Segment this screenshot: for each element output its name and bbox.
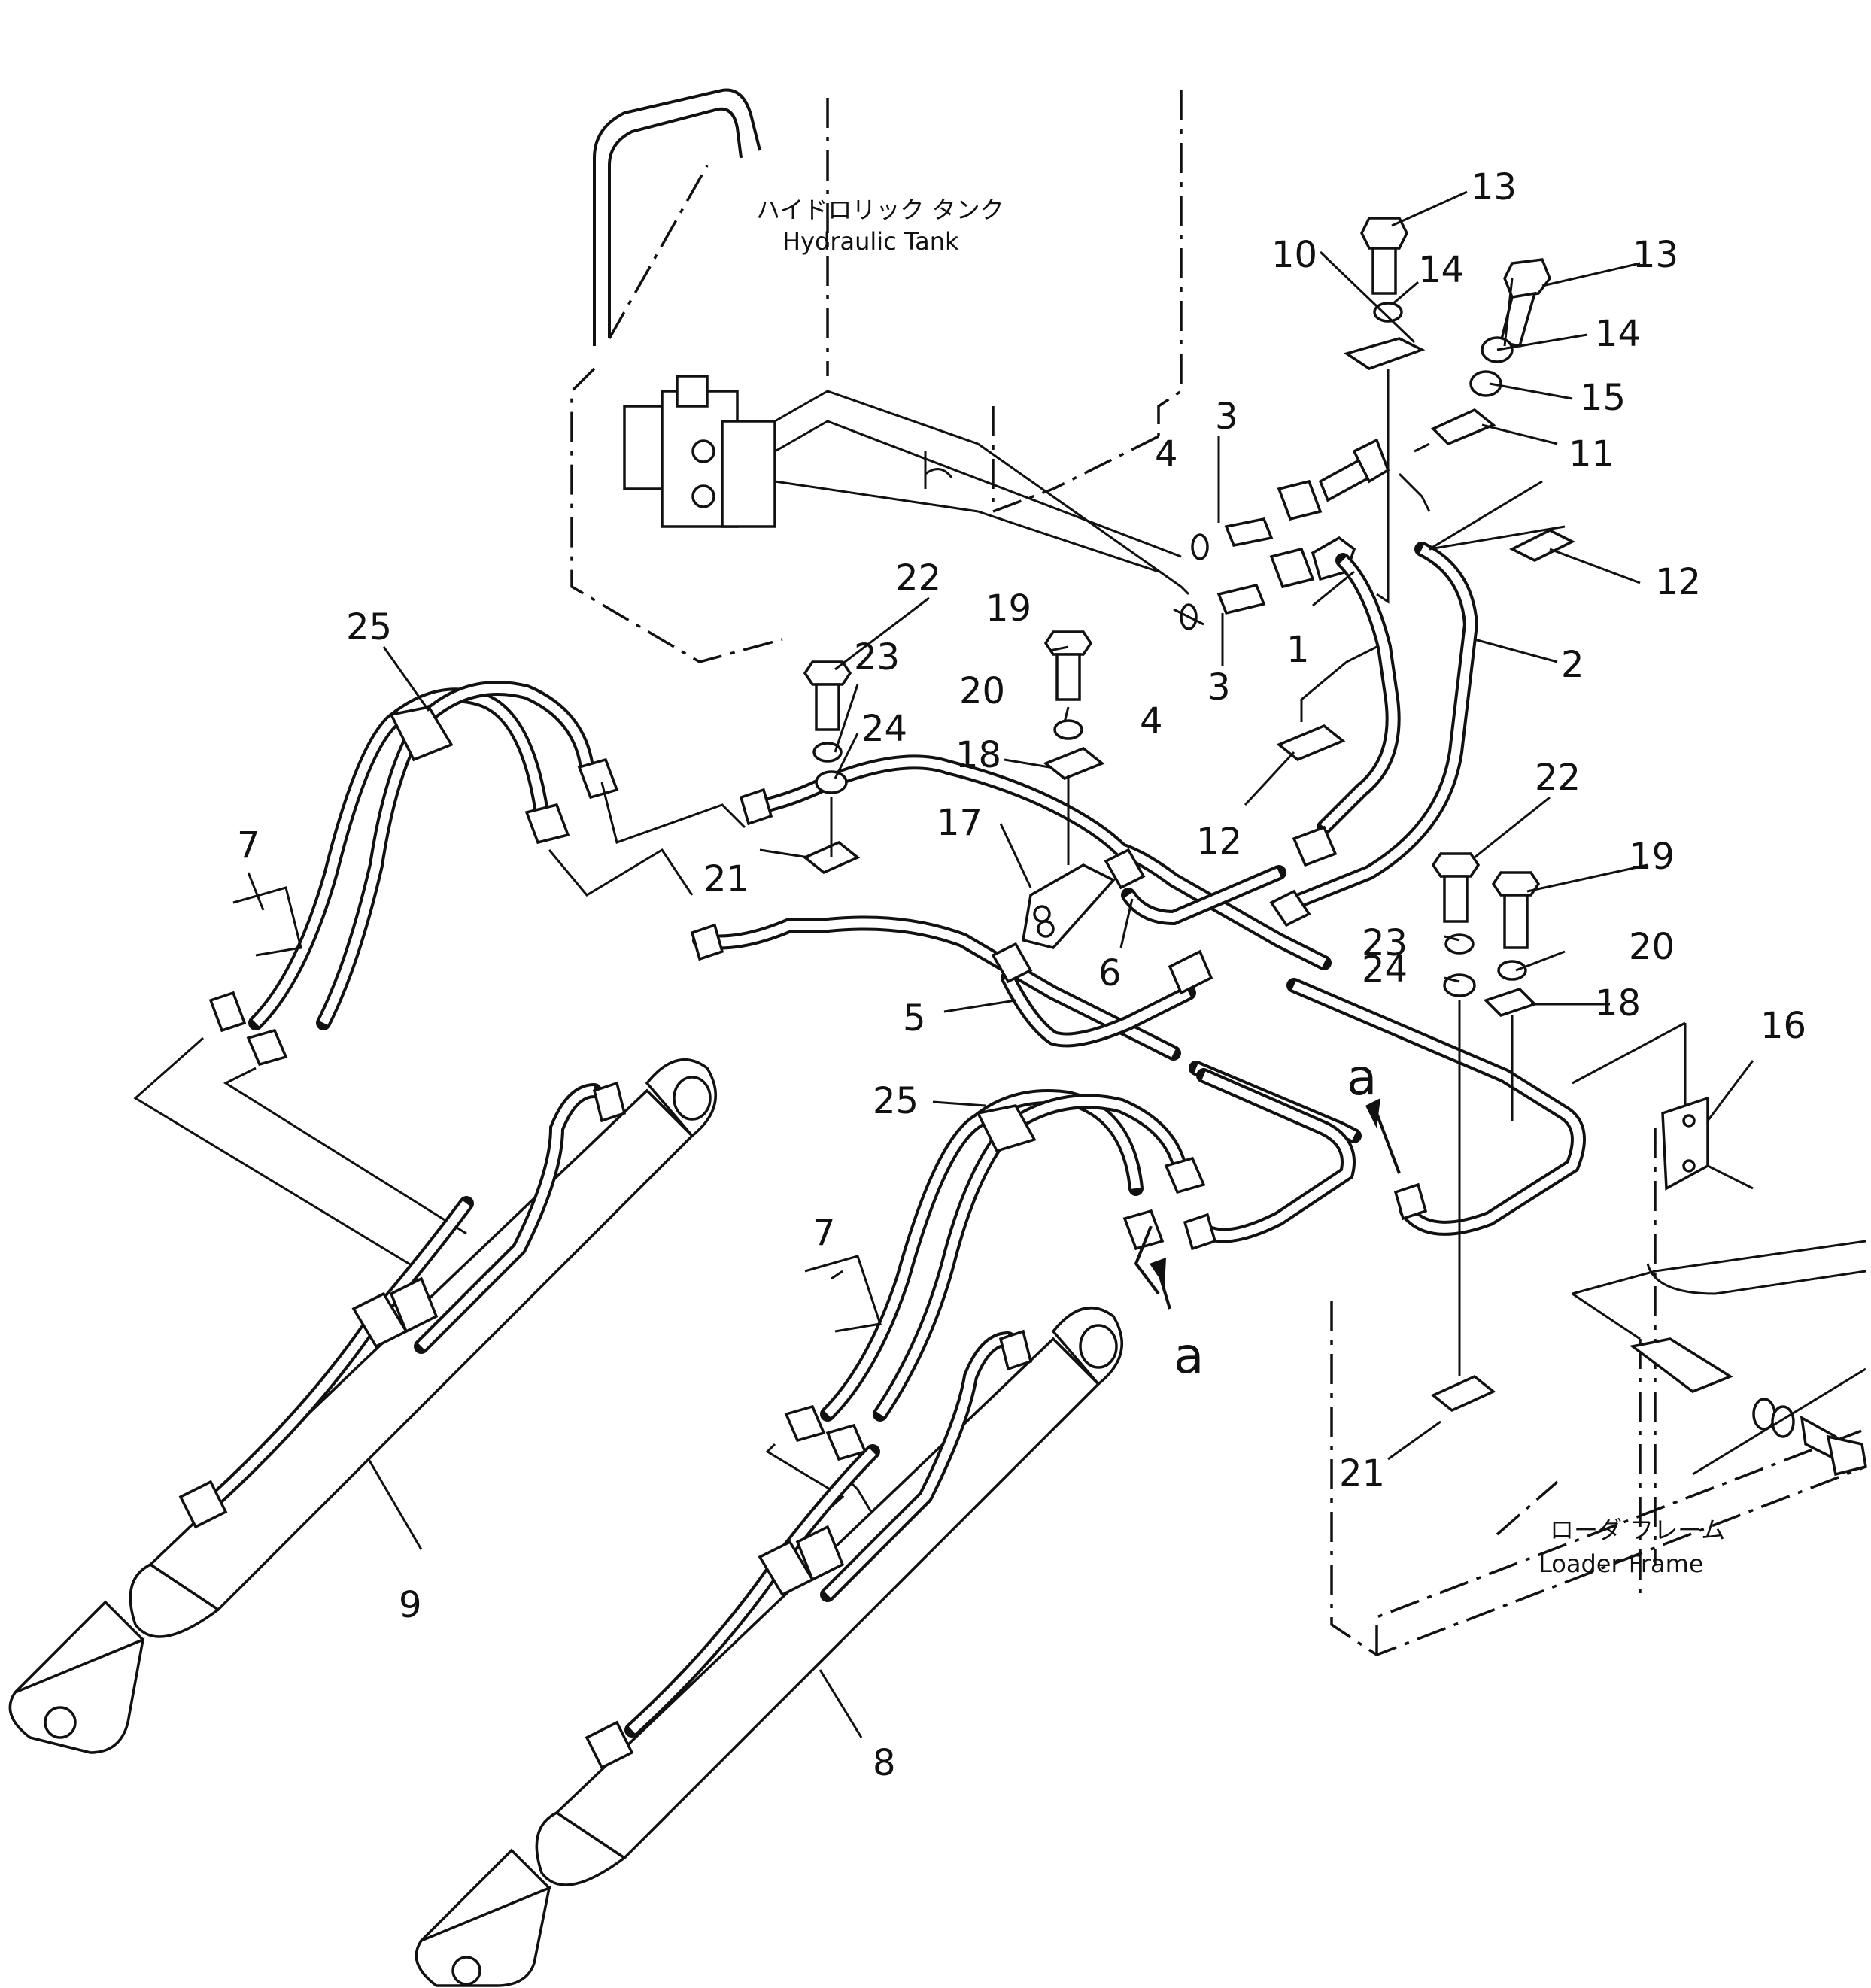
tank-label: ハイドロリック タンク Hydraulic Tank [756,196,1004,256]
callout-9: 9 [399,1584,422,1626]
bolts-clamps-middle [802,630,1687,1413]
callout-4-upper: 4 [1155,433,1178,475]
callout-22-upper: 22 [895,557,941,599]
callout-14-lower: 14 [1595,313,1641,355]
tank-label-en: Hydraulic Tank [782,227,959,256]
callout-4-lower: 4 [1140,700,1163,742]
frame-label: ローダ フレーム Loader Frame [1538,1516,1725,1578]
callout-20-lower: 20 [1629,926,1675,968]
view-marker-a-upper: a [1347,1049,1377,1106]
callout-labels: 1 2 3 3 4 4 5 6 7 7 8 9 10 11 12 12 13 1… [237,166,1806,1784]
hydraulic-tank-outline [570,88,1183,663]
view-arrows [1150,1098,1401,1310]
callout-13-lower: 13 [1633,234,1678,276]
callout-24-lower: 24 [1362,948,1408,991]
callout-23-lower: 23 [1362,922,1408,964]
cylinder-8 [415,1307,1123,1987]
callout-25-upper: 25 [346,606,392,648]
control-valve [623,375,1190,596]
fittings-3-4 [1180,438,1390,630]
hose-assembly-upper [133,681,746,1273]
tank-label-jp: ハイドロリック タンク [756,196,1004,224]
tubes-1-2 [1286,472,1479,910]
callout-3-upper: 3 [1215,396,1238,438]
callout-19-lower: 19 [1629,836,1675,878]
callout-7-upper: 7 [237,824,260,867]
callout-11: 11 [1569,433,1614,475]
callout-18-lower: 18 [1595,982,1641,1024]
leader-lines [247,190,1754,1738]
view-marker-labels: a a [1174,1049,1377,1385]
callout-25-lower: 25 [873,1080,919,1122]
callout-19-upper: 19 [986,587,1031,630]
callout-7-lower: 7 [812,1212,836,1254]
callout-12-upper: 12 [1655,561,1701,603]
bolts-clamps-upper [1276,217,1575,762]
loader-frame-outline [1330,1096,1867,1656]
callout-2: 2 [1561,644,1584,686]
callout-16: 16 [1760,1005,1806,1047]
cylinder-9 [8,1058,717,1754]
frame-label-en: Loader Frame [1538,1549,1703,1578]
callout-5: 5 [903,997,926,1040]
frame-label-jp: ローダ フレーム [1550,1516,1725,1544]
callout-3-lower: 3 [1207,666,1231,709]
view-marker-a-lower: a [1174,1327,1204,1385]
callout-23-upper: 23 [854,636,900,678]
hose-assembly-lower [765,1089,1206,1551]
callout-21-upper: 21 [703,858,749,900]
callout-6: 6 [1098,952,1122,994]
callout-8: 8 [873,1742,896,1784]
callout-1: 1 [1286,629,1310,671]
callout-17: 17 [937,802,983,844]
callout-12-lower: 12 [1196,821,1242,863]
callout-13-upper: 13 [1471,166,1517,208]
callout-24-upper: 24 [861,708,907,750]
callout-14-upper: 14 [1418,249,1464,291]
callout-10: 10 [1271,234,1317,276]
callout-20-upper: 20 [959,670,1005,712]
callout-15: 15 [1580,377,1626,419]
callout-21-lower: 21 [1339,1452,1385,1495]
callout-22-lower: 22 [1535,757,1581,799]
callout-18-upper: 18 [955,734,1001,776]
